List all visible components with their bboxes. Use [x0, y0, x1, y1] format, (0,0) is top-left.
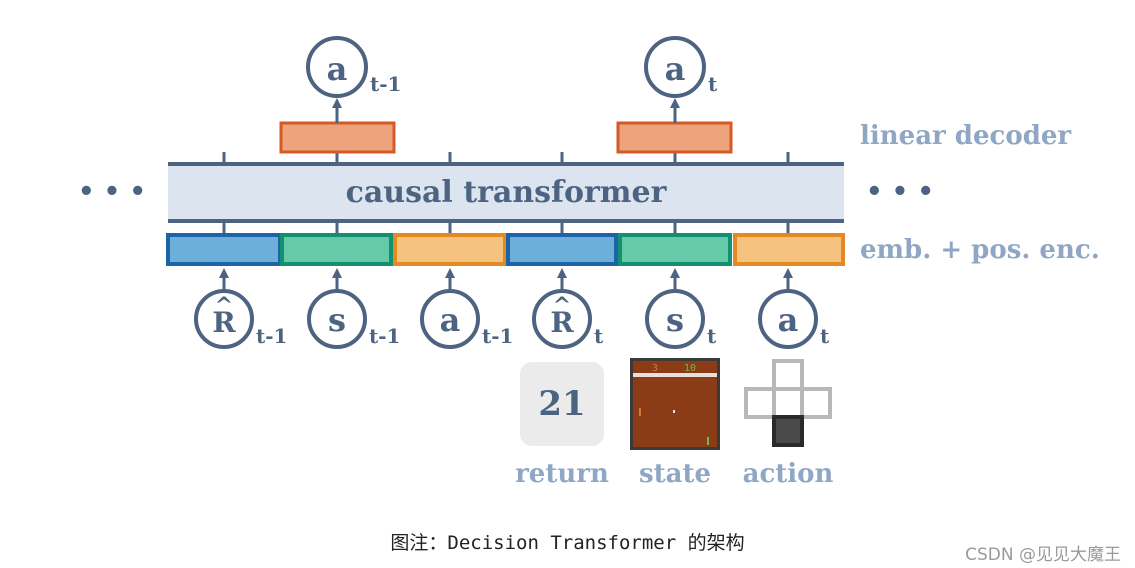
- input-node-return-t-minus-1: ^ R t-1: [194, 289, 287, 349]
- output-subscript: t-1: [370, 72, 401, 96]
- input-node-state-t-minus-1: s t-1: [307, 289, 400, 349]
- state-label: state: [639, 459, 711, 489]
- linear-decoder-2: [616, 121, 733, 154]
- embedding-action-t: [733, 233, 845, 266]
- input-subscript: t: [594, 324, 604, 348]
- embedding-state-t: [618, 233, 732, 266]
- action-label: action: [743, 459, 834, 489]
- input-arrows: [219, 268, 793, 290]
- input-symbol: a: [778, 301, 799, 339]
- input-subscript: t-1: [256, 324, 287, 348]
- linear-decoder-label: linear decoder: [860, 121, 1071, 151]
- input-hat: ^: [553, 293, 571, 319]
- return-example-value: 21: [538, 384, 585, 424]
- causal-transformer-block: [168, 164, 844, 221]
- input-symbol: s: [328, 301, 346, 339]
- embedding-action-t-minus-1: [393, 233, 507, 266]
- output-subscript: t: [708, 72, 718, 96]
- transformer-label: causal transformer: [346, 175, 668, 210]
- embedding-return-t-minus-1: [166, 233, 282, 266]
- input-node-action-t-minus-1: a t-1: [420, 289, 513, 349]
- state-game-frame: 3 10: [630, 358, 720, 450]
- ellipsis-right: • • •: [866, 177, 934, 207]
- top-ticks: [222, 152, 790, 164]
- output-symbol: a: [665, 50, 686, 88]
- return-label: return: [515, 459, 609, 489]
- embedding-label: emb. + pos. enc.: [860, 235, 1100, 265]
- bottom-ticks: [222, 221, 790, 234]
- game-score-left: 3: [652, 363, 658, 374]
- input-symbol: a: [440, 301, 461, 339]
- input-subscript: t: [820, 324, 830, 348]
- input-subscript: t: [707, 324, 717, 348]
- input-hat: ^: [215, 293, 233, 319]
- linear-decoder-1: [279, 121, 396, 154]
- input-node-action-t: a t: [758, 289, 830, 349]
- output-symbol: a: [327, 50, 348, 88]
- input-symbol: R: [550, 306, 574, 339]
- output-node-action-t-minus-1: a t-1: [306, 36, 401, 98]
- ellipsis-left: • • •: [78, 177, 146, 207]
- action-dpad-icon: [744, 359, 832, 447]
- embedding-return-t: [506, 233, 618, 266]
- return-example-box: [520, 362, 604, 446]
- input-symbol: R: [212, 306, 236, 339]
- embedding-state-t-minus-1: [280, 233, 393, 266]
- input-subscript: t-1: [369, 324, 400, 348]
- input-node-state-t: s t: [645, 289, 717, 349]
- output-node-action-t: a t: [644, 36, 718, 98]
- figure-caption: 图注：Decision Transformer 的架构: [390, 532, 745, 554]
- input-node-return-t: ^ R t: [532, 289, 604, 349]
- input-symbol: s: [666, 301, 684, 339]
- input-subscript: t-1: [482, 324, 513, 348]
- game-score-right: 10: [684, 363, 696, 374]
- watermark: CSDN @见见大魔王: [965, 545, 1121, 565]
